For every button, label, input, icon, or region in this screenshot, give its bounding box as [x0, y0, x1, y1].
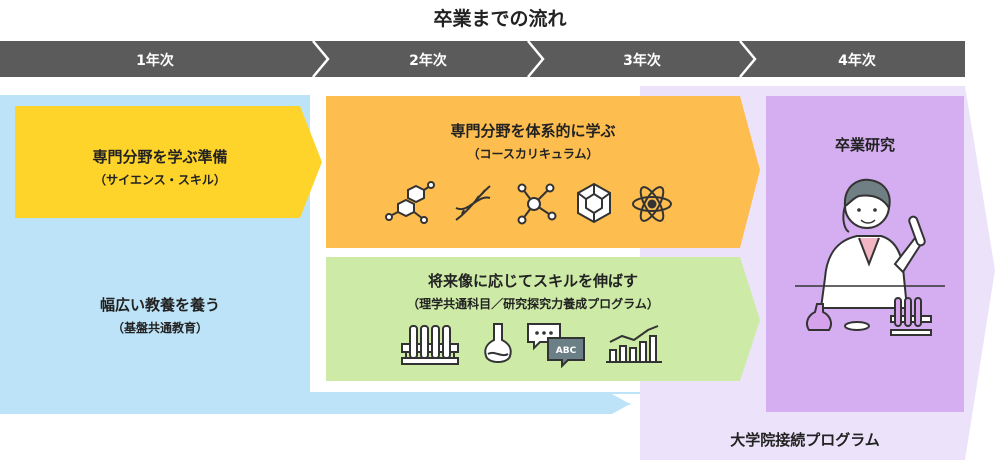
year-label-2: 2年次 [409, 53, 447, 69]
timeline-chevron-1 [312, 40, 330, 78]
chat-icon-text: ABC [556, 346, 577, 356]
specialty-subtitle: （コースカリキュラム） [467, 147, 599, 161]
specialty-title: 専門分野を体系的に学ぶ [450, 122, 616, 140]
research-title: 卒業研究 [834, 136, 895, 154]
crystal-icon [577, 182, 611, 224]
skills-title: 将来像に応じてスキルを伸ばす [427, 272, 638, 290]
prep-arrow [15, 106, 322, 218]
graduate-program-label: 大学院接続プログラム [730, 431, 880, 449]
test-tube-rack-icon [401, 325, 459, 365]
liberal-subtitle: （基盤共通教育） [111, 321, 208, 335]
skills-block: 将来像に応じてスキルを伸ばす （理学共通科目／研究探究力養成プログラム） [326, 270, 740, 312]
flask-icon [484, 323, 512, 363]
prep-block: 専門分野を学ぶ準備 （サイエンス・スキル） [25, 146, 295, 188]
researcher-illustration [795, 178, 945, 336]
atom-icon [632, 186, 672, 222]
prep-title: 専門分野を学ぶ準備 [92, 148, 228, 166]
year-label-1: 1年次 [136, 53, 174, 69]
dna-icon [455, 185, 491, 221]
year-label-4: 4年次 [838, 53, 876, 69]
year-label-3: 3年次 [623, 53, 661, 69]
prep-subtitle: （サイエンス・スキル） [94, 173, 226, 187]
bar-chart-icon [606, 325, 662, 363]
molecule-icon [385, 181, 435, 224]
timeline-chevron-3 [739, 40, 757, 78]
liberal-block: 幅広い教養を養う （基盤共通教育） [25, 294, 295, 336]
network-icon [517, 183, 557, 225]
skills-subtitle: （理学共通科目／研究探究力養成プログラム） [407, 297, 659, 311]
page-title: 卒業までの流れ [433, 8, 567, 30]
liberal-title: 幅広い教養を養う [99, 296, 220, 314]
timeline-background [0, 41, 965, 77]
skills-icons: ABC [401, 323, 662, 369]
specialty-icons [385, 181, 672, 225]
specialty-block: 専門分野を体系的に学ぶ （コースカリキュラム） [326, 120, 740, 162]
timeline-chevron-2 [527, 40, 545, 78]
researcher-icon [795, 178, 945, 336]
chat-icon: ABC [527, 323, 585, 369]
